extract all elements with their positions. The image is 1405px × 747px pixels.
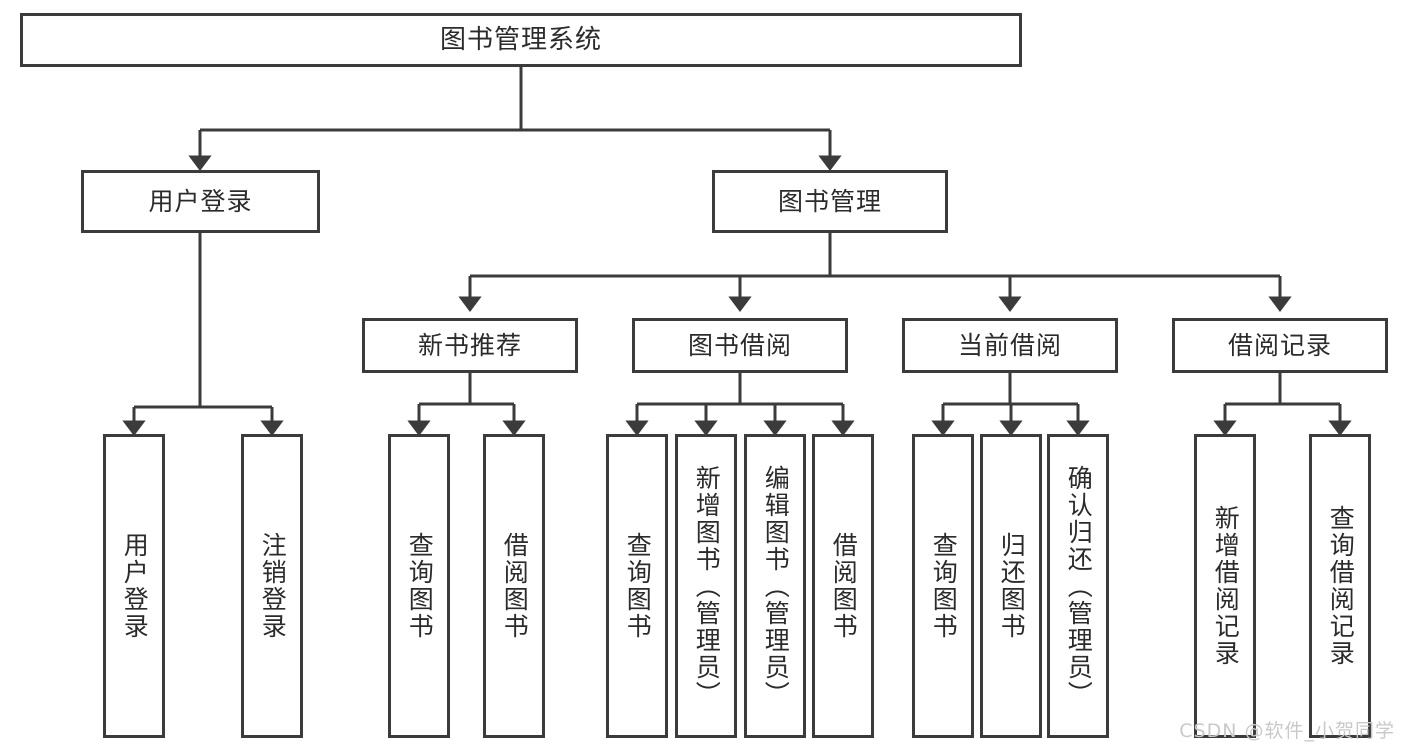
- node-borrow-record[interactable]: 借阅记录: [1172, 318, 1388, 373]
- node-label: 用户登录: [120, 532, 150, 640]
- node-user-login[interactable]: 用户登录: [81, 170, 320, 233]
- leaf-current-confirm-return-admin[interactable]: 确认归还（管理员）: [1047, 434, 1109, 738]
- leaf-user-login-signout[interactable]: 注销登录: [241, 434, 303, 738]
- node-root-system[interactable]: 图书管理系统: [20, 13, 1022, 67]
- leaf-borrow-query-book[interactable]: 查询图书: [606, 434, 668, 738]
- node-label: 查询借阅记录: [1326, 505, 1356, 667]
- node-label: 归还图书: [997, 532, 1027, 640]
- node-label: 新增借阅记录: [1211, 505, 1241, 667]
- node-label: 借阅图书: [500, 532, 530, 640]
- csdn-watermark: CSDN @软件_小贺同学: [1179, 720, 1395, 742]
- node-label: 用户登录: [148, 186, 253, 216]
- leaf-current-return-book[interactable]: 归还图书: [980, 434, 1042, 738]
- leaf-borrow-add-book-admin[interactable]: 新增图书（管理员）: [675, 434, 737, 738]
- node-label: 确认归还（管理员）: [1064, 464, 1094, 708]
- leaf-user-login-signin[interactable]: 用户登录: [103, 434, 165, 738]
- node-label: 查询图书: [623, 532, 653, 640]
- node-label: 查询图书: [929, 532, 959, 640]
- leaf-recommend-borrow-book[interactable]: 借阅图书: [483, 434, 545, 738]
- node-label: 图书借阅: [687, 330, 792, 360]
- leaf-record-add-record[interactable]: 新增借阅记录: [1194, 434, 1256, 738]
- node-label: 借阅记录: [1227, 330, 1332, 360]
- leaf-borrow-edit-book-admin[interactable]: 编辑图书（管理员）: [744, 434, 806, 738]
- node-label: 图书管理系统: [439, 24, 602, 55]
- node-label: 编辑图书（管理员）: [761, 464, 791, 708]
- node-label: 注销登录: [258, 532, 288, 640]
- leaf-borrow-borrow-book[interactable]: 借阅图书: [812, 434, 874, 738]
- node-label: 新书推荐: [417, 330, 522, 360]
- node-label: 查询图书: [405, 532, 435, 640]
- node-new-book-recommend[interactable]: 新书推荐: [362, 318, 578, 373]
- leaf-record-query-record[interactable]: 查询借阅记录: [1309, 434, 1371, 738]
- node-label: 借阅图书: [829, 532, 859, 640]
- node-label: 当前借阅: [957, 330, 1062, 360]
- node-book-management[interactable]: 图书管理: [712, 170, 948, 233]
- leaf-recommend-query-book[interactable]: 查询图书: [388, 434, 450, 738]
- node-label: 新增图书（管理员）: [692, 464, 722, 708]
- node-book-borrow[interactable]: 图书借阅: [632, 318, 848, 373]
- leaf-current-query-book[interactable]: 查询图书: [912, 434, 974, 738]
- node-label: 图书管理: [777, 186, 882, 216]
- node-current-borrow[interactable]: 当前借阅: [902, 318, 1118, 373]
